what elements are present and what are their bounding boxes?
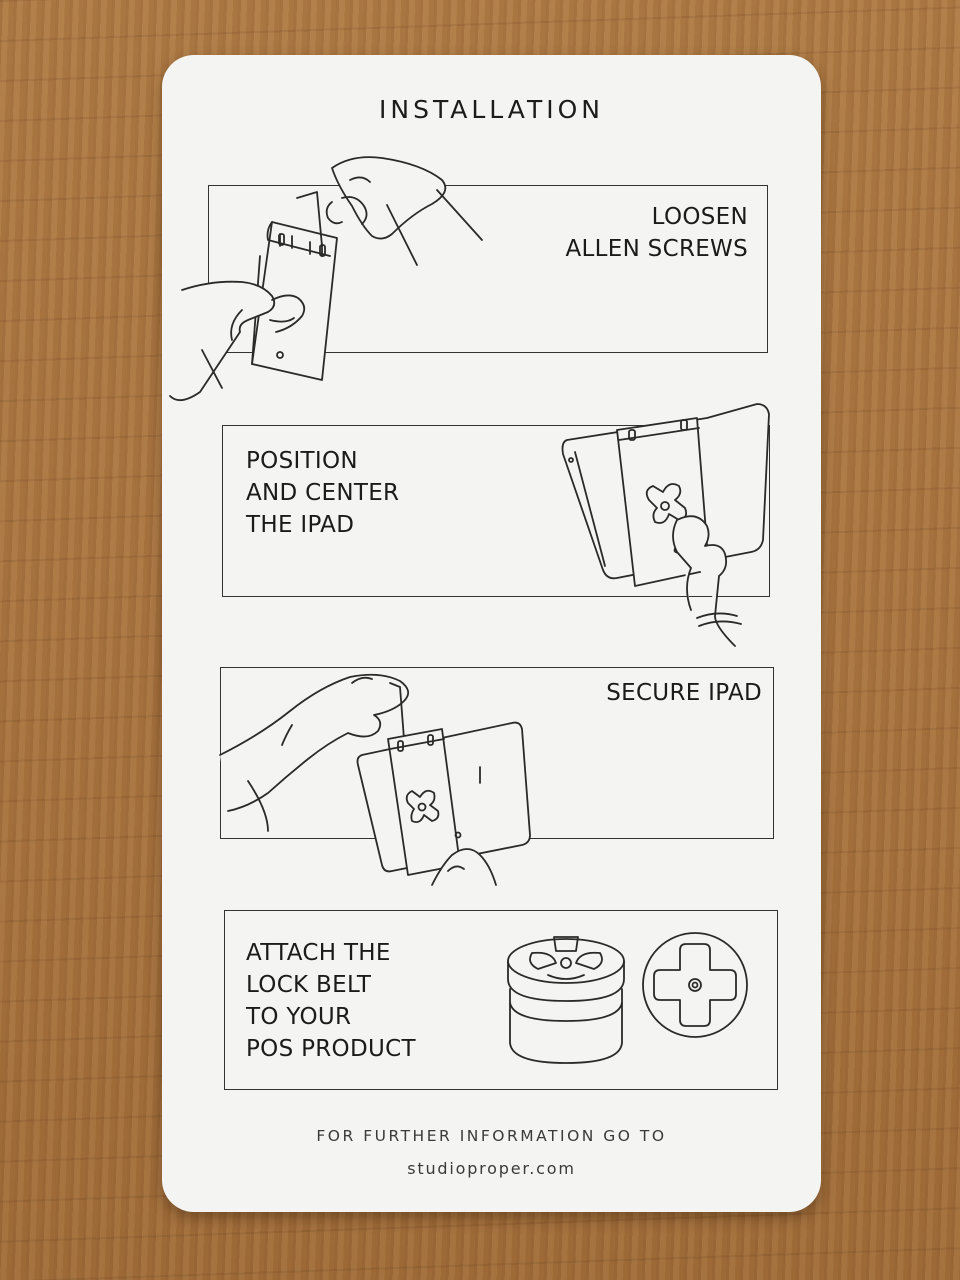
lock-belt-puck-icon bbox=[507, 936, 625, 1064]
ipad-mount-plate-icon bbox=[561, 403, 770, 647]
step-2-line-3: THE IPAD bbox=[246, 512, 355, 538]
step-4-text: ATTACH THE LOCK BELT TO YOUR POS PRODUCT bbox=[246, 937, 416, 1065]
hand-with-allen-key-icon bbox=[169, 156, 483, 402]
step-4-panel bbox=[224, 910, 778, 1090]
instruction-card: INSTALLATION LOOSEN ALLEN SCREWS POSITIO… bbox=[162, 55, 821, 1212]
step-3-line-1: SECURE IPAD bbox=[606, 680, 762, 706]
step-2-text: POSITION AND CENTER THE IPAD bbox=[246, 445, 399, 541]
lock-belt-disc-icon bbox=[642, 932, 748, 1038]
step-2-line-1: POSITION bbox=[246, 448, 358, 474]
step-2-line-2: AND CENTER bbox=[246, 480, 400, 506]
footer-url: studioproper.com bbox=[407, 1159, 576, 1178]
step-4-line-4: POS PRODUCT bbox=[246, 1036, 416, 1062]
hand-with-allen-key-and-ipad-icon bbox=[219, 673, 531, 886]
step-1-line-2: ALLEN SCREWS bbox=[565, 236, 748, 262]
step-2-panel bbox=[222, 425, 770, 597]
step-1-line-1: LOOSEN bbox=[651, 204, 748, 230]
step-1-panel bbox=[208, 185, 768, 353]
step-4-line-2: LOCK BELT bbox=[246, 972, 372, 998]
step-4-line-1: ATTACH THE bbox=[246, 940, 391, 966]
card-title: INSTALLATION bbox=[379, 95, 604, 124]
step-3-text: SECURE IPAD bbox=[606, 677, 762, 709]
step-1-text: LOOSEN ALLEN SCREWS bbox=[565, 201, 748, 265]
step-4-line-3: TO YOUR bbox=[246, 1004, 352, 1030]
footer-info-text: FOR FURTHER INFORMATION GO TO bbox=[316, 1127, 667, 1145]
